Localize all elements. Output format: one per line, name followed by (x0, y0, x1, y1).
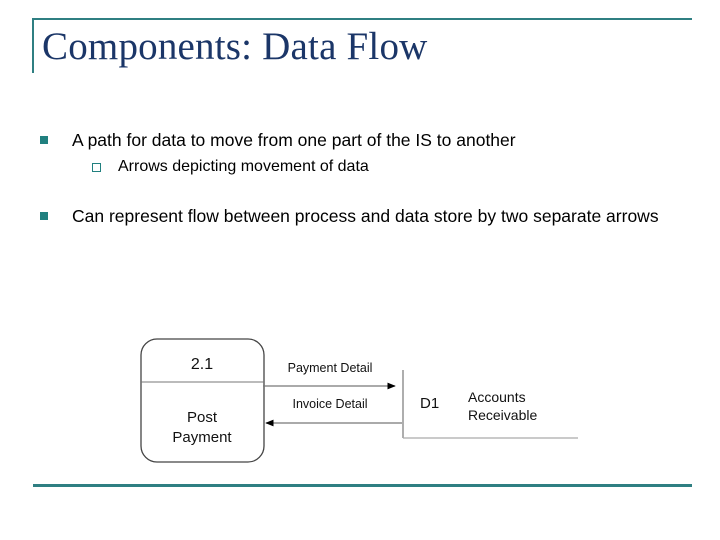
footer-accent-rule (33, 484, 692, 487)
list-item-label: Arrows depicting movement of data (118, 158, 369, 175)
dfd-data-store-name-line2: Receivable (468, 407, 537, 423)
dfd-flow-invoice-detail: Invoice Detail (265, 397, 402, 427)
dfd-process-name-line2: Payment (172, 429, 232, 446)
list-item-label: Can represent flow between process and d… (72, 206, 659, 226)
dfd-flow-payment-detail: Payment Detail (263, 361, 396, 390)
dfd-process-box: 2.1 Post Payment (140, 338, 265, 463)
list-item: Can represent flow between process and d… (40, 204, 690, 228)
title-accent-rule-horizontal (32, 18, 692, 20)
bullet-hollow-square-icon (92, 156, 118, 172)
list-item-label: A path for data to move from one part of… (72, 130, 516, 150)
title-accent-rule-vertical (32, 18, 34, 73)
list-spacer (40, 178, 690, 204)
dfd-process-number: 2.1 (191, 356, 213, 373)
dfd-data-store-name-line1: Accounts (468, 389, 526, 405)
bullet-filled-square-icon (40, 204, 72, 220)
dfd-process-name-line1: Post (187, 409, 218, 426)
dfd-flow-label: Payment Detail (288, 361, 373, 375)
dfd-flow-label: Invoice Detail (292, 397, 367, 411)
bullet-list: A path for data to move from one part of… (40, 128, 690, 228)
dfd-data-store: D1 Accounts Receivable (402, 370, 578, 439)
bullet-filled-square-icon (40, 128, 72, 144)
list-item: Arrows depicting movement of data (92, 156, 690, 178)
dfd-data-store-id: D1 (420, 395, 439, 412)
data-flow-diagram: 2.1 Post Payment Payment Detail Invoice … (130, 328, 600, 478)
list-item: A path for data to move from one part of… (40, 128, 690, 152)
page-title: Components: Data Flow (42, 25, 428, 68)
